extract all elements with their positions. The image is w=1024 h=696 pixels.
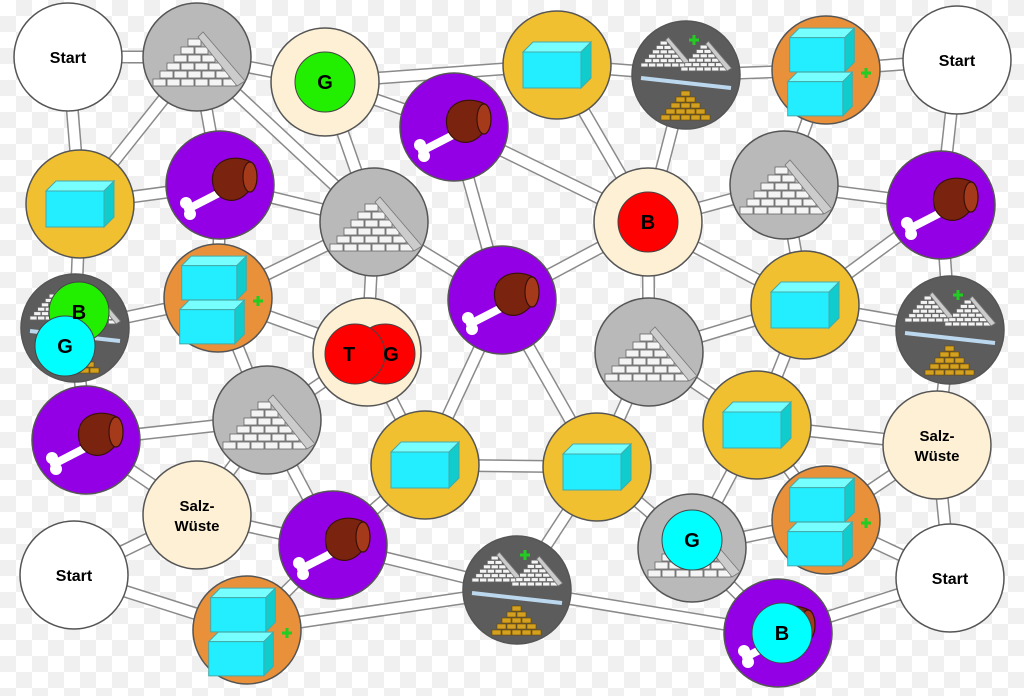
token-circle	[324, 323, 386, 385]
token-letter: B	[72, 302, 86, 324]
board-field-start[interactable]: Start	[895, 523, 1005, 633]
field-circle	[882, 390, 992, 500]
board-field-meat[interactable]	[278, 490, 388, 600]
field-circle	[142, 460, 252, 570]
field-circle	[902, 5, 1012, 115]
board-field-trade[interactable]	[631, 20, 741, 130]
board-field-silver[interactable]	[594, 297, 704, 407]
plus-icon	[689, 35, 699, 45]
board-field-silver[interactable]: G	[637, 493, 747, 603]
board-field-tan[interactable]: G	[270, 27, 380, 137]
cube-icon	[178, 299, 246, 311]
scale-bar	[471, 591, 563, 605]
plus-icon	[953, 290, 963, 300]
player-token-T[interactable]	[324, 323, 386, 385]
board-field-silver[interactable]	[212, 365, 322, 475]
cube-icon	[788, 27, 856, 39]
board-field-silver[interactable]	[142, 2, 252, 112]
board-field-start[interactable]: Start	[19, 520, 129, 630]
field-circle	[19, 520, 129, 630]
salt-desert-label: Salz-	[179, 498, 214, 515]
board-field-trade[interactable]	[462, 535, 572, 645]
gold-pyramid-icon	[660, 90, 711, 121]
board-field-tan[interactable]: B	[593, 167, 703, 277]
plus-icon	[253, 296, 263, 306]
token-letter: G	[57, 336, 73, 358]
salt-desert-label: Salz-	[919, 428, 954, 445]
cube-icon	[521, 41, 593, 53]
token-circle	[751, 602, 813, 664]
board-field-start[interactable]: Start	[902, 5, 1012, 115]
cube-icon	[561, 443, 633, 455]
cube-icon	[209, 587, 277, 599]
board-field-start[interactable]: Start	[13, 2, 123, 112]
board-field-gold[interactable]	[370, 410, 480, 520]
board-field-salt[interactable]: Salz- Wüste	[882, 390, 992, 500]
board-field-silver[interactable]	[319, 167, 429, 277]
board-field-tan[interactable]: GT	[312, 297, 422, 407]
board-field-gold[interactable]	[702, 370, 812, 480]
gold-pyramid-icon	[924, 345, 975, 376]
token-circle	[294, 51, 356, 113]
board-field-meat[interactable]	[447, 245, 557, 355]
gold-pyramid-icon	[491, 605, 542, 636]
board-field-silver[interactable]	[729, 130, 839, 240]
plus-icon	[520, 550, 530, 560]
token-letter: G	[684, 530, 700, 552]
token-letter: G	[317, 72, 333, 94]
player-token-G[interactable]	[294, 51, 356, 113]
player-token-B[interactable]	[617, 191, 679, 253]
board-field-salt[interactable]: Salz- Wüste	[142, 460, 252, 570]
cube-icon	[180, 255, 248, 267]
board-field-gold[interactable]	[542, 412, 652, 522]
start-label: Start	[932, 571, 969, 588]
cube-icon	[207, 631, 275, 643]
board-field-meat[interactable]	[31, 385, 141, 495]
plus-icon	[861, 68, 871, 78]
board-field-gold[interactable]	[750, 250, 860, 360]
board-field-gold[interactable]	[502, 10, 612, 120]
player-token-G[interactable]	[34, 315, 96, 377]
plus-icon	[282, 628, 292, 638]
board-field-gold[interactable]	[25, 149, 135, 259]
scale-bar	[904, 331, 996, 345]
board-field-trade[interactable]	[895, 275, 1005, 385]
cube-icon	[769, 281, 841, 293]
cube-icon	[721, 401, 793, 413]
cube-icon	[786, 71, 854, 83]
token-letter: B	[641, 212, 655, 234]
token-letter: T	[343, 344, 355, 366]
cube-icon	[786, 521, 854, 533]
board-field-meat[interactable]	[165, 130, 275, 240]
board-field-trade[interactable]: BG	[20, 273, 130, 383]
board-field-meat[interactable]	[399, 72, 509, 182]
start-label: Start	[56, 568, 93, 585]
field-circle	[13, 2, 123, 112]
token-letter: B	[775, 623, 789, 645]
player-token-G[interactable]	[661, 509, 723, 571]
board-field-orange[interactable]	[163, 243, 273, 353]
board-field-orange[interactable]	[771, 15, 881, 125]
salt-desert-label: Wüste	[175, 518, 220, 535]
token-circle	[661, 509, 723, 571]
token-circle	[34, 315, 96, 377]
scale-bar	[640, 76, 732, 90]
player-token-B[interactable]	[751, 602, 813, 664]
board-field-orange[interactable]	[192, 575, 302, 685]
salt-desert-label: Wüste	[915, 448, 960, 465]
board-field-meat[interactable]	[886, 150, 996, 260]
board-field-meat[interactable]: B	[723, 578, 833, 688]
board-field-orange[interactable]	[771, 465, 881, 575]
field-circle	[895, 523, 1005, 633]
cube-icon	[389, 441, 461, 453]
token-letter: G	[383, 344, 399, 366]
cube-icon	[788, 477, 856, 489]
token-circle	[617, 191, 679, 253]
start-label: Start	[50, 50, 87, 67]
plus-icon	[861, 518, 871, 528]
cube-icon	[44, 180, 116, 192]
start-label: Start	[939, 53, 976, 70]
